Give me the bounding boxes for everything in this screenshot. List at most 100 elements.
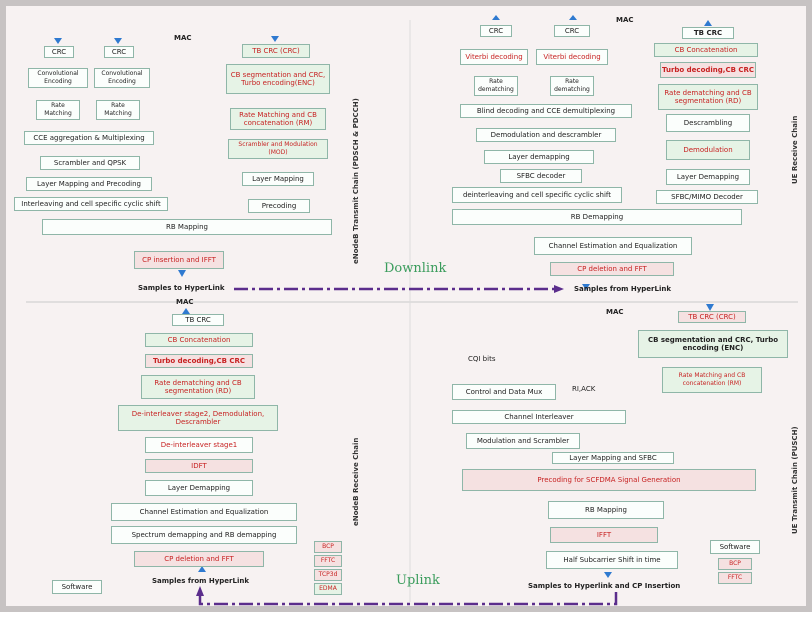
arrow-up-icon [182,308,190,314]
tr-viterbi-1: Viterbi decoding [460,49,528,65]
uplink-label: Uplink [396,573,440,588]
br-chain-title: UE Transmit Chain (PUSCH) [791,426,799,534]
bl-spectrum-demapping: Spectrum demapping and RB demapping [111,526,297,544]
tl-cb-segmentation: CB segmentation and CRC, Turbo encoding(… [226,64,330,94]
tr-layer-demapping-ue: Layer Demapping [666,169,750,185]
tl-cce-aggregation: CCE aggregation & Multiplexing [24,131,154,145]
tr-crc-1: CRC [480,25,512,37]
br-control-data-mux: Control and Data Mux [452,384,556,400]
bl-legend-edma: EDMA [314,583,342,595]
tl-cp-insertion-ifft: CP insertion and IFFT [134,251,224,269]
downlink-label: Downlink [384,261,447,276]
tr-rate-dematching-2: Rate dematching [550,76,594,96]
arrow-up-icon [704,20,712,26]
br-ifft: IFFT [550,527,658,543]
bl-chain-title: eNodeB Receive Chain [352,437,360,526]
br-modulation-scrambler: Modulation and Scrambler [466,433,580,449]
tl-conv-enc-2: Convolutional Encoding [94,68,150,88]
bl-legend-tcp3d: TCP3d [314,569,342,581]
arrow-down-icon [114,38,122,44]
bl-rate-dematching: Rate dematching and CB segmentation (RD) [141,375,255,399]
tr-rate-dematching-1: Rate dematching [474,76,518,96]
arrow-down-icon [582,284,590,290]
bl-software-legend: Software [52,580,102,594]
connector-layer [26,15,798,606]
bl-deinterleaver-stage2: De-interleaver stage2, Demodulation, Des… [118,405,278,431]
tl-mac-label: MAC [174,34,192,42]
br-ri-ack: RI,ACK [572,385,596,393]
arrow-down-icon [54,38,62,44]
downlink-arrowhead-icon [554,285,564,293]
arrow-up-icon [492,15,500,20]
br-rb-mapping: RB Mapping [548,501,664,519]
tr-channel-estimation: Channel Estimation and Equalization [534,237,692,255]
tl-crc-2: CRC [104,46,134,58]
tr-deinterleaving: deinterleaving and cell specific cyclic … [452,187,622,203]
tr-mac-label: MAC [616,16,634,24]
arrow-down-icon [604,572,612,578]
tr-viterbi-2: Viterbi decoding [536,49,608,65]
br-precoding-scfdma: Precoding for SCFDMA Signal Generation [462,469,756,491]
tr-cp-deletion-fft: CP deletion and FFT [550,262,674,276]
tr-chain-title: UE Receive Chain [791,115,799,184]
tr-demod-descrambler: Demodulation and descrambler [476,128,616,142]
tl-layer-mapping: Layer Mapping [242,172,314,186]
br-rate-matching-cb: Rate Matching and CB concatenation (RM) [662,367,762,393]
tl-precoding: Precoding [248,199,310,213]
tr-sfbc-decoder: SFBC decoder [500,169,582,183]
tr-turbo-decoding: Turbo decoding,CB CRC [660,62,756,78]
bl-layer-demapping: Layer Demapping [145,480,253,496]
arrow-marks [54,15,714,578]
arrow-down-icon [271,36,279,42]
bl-deinterleaver-stage1: De-interleaver stage1 [145,437,253,453]
tl-tb-crc: TB CRC (CRC) [242,44,310,58]
br-channel-interleaver: Channel Interleaver [452,410,626,424]
bl-cb-concatenation: CB Concatenation [145,333,253,347]
br-mac-label: MAC [606,308,624,316]
bl-mac-label: MAC [176,298,194,306]
br-legend-bcp: BCP [718,558,752,570]
tl-rate-match-2: Rate Matching [96,100,140,120]
br-software-legend: Software [710,540,760,554]
br-cqi-bits: CQI bits [468,355,496,363]
tl-scrambler-qpsk: Scrambler and QPSK [40,156,140,170]
tl-samples-to-hyperlink: Samples to HyperLink [138,284,225,292]
bl-tb-crc: TB CRC [172,314,224,326]
tr-sfbc-mimo: SFBC/MIMO Decoder [656,190,758,204]
br-tb-crc: TB CRC (CRC) [678,311,746,323]
tr-tb-crc: TB CRC [682,27,734,39]
tl-layer-mapping-precoding: Layer Mapping and Precoding [26,177,152,191]
bl-channel-estimation: Channel Estimation and Equalization [111,503,297,521]
uplink-arrowhead-icon [196,586,204,596]
tl-scrambler-modulation: Scrambler and Modulation (MOD) [228,139,328,159]
tr-descrambling: Descrambling [666,114,750,132]
br-legend-fftc: FFTC [718,572,752,584]
tl-conv-enc-1: Convolutional Encoding [28,68,88,88]
tl-crc-1: CRC [44,46,74,58]
tl-rate-matching-cb: Rate Matching and CB concatenation (RM) [230,108,326,130]
arrow-up-icon [198,566,206,572]
br-half-subcarrier-shift: Half Subcarrier Shift in time [546,551,678,569]
br-samples-to-hyperlink: Samples to Hyperlink and CP Insertion [528,582,681,590]
tr-blind-decoding: Blind decoding and CCE demultiplexing [460,104,632,118]
tl-rb-mapping: RB Mapping [42,219,332,235]
arrow-down-icon [178,270,186,277]
tr-layer-demapping: Layer demapping [484,150,594,164]
arrow-up-icon [569,15,577,20]
bl-samples-from-hyperlink: Samples from HyperLink [152,577,249,585]
tr-demodulation: Demodulation [666,140,750,160]
tl-interleaving: Interleaving and cell specific cyclic sh… [14,197,168,211]
bl-legend-bcp: BCP [314,541,342,553]
tl-rate-match-1: Rate Matching [36,100,80,120]
tr-cb-concatenation: CB Concatenation [654,43,758,57]
bl-cp-deletion-fft: CP deletion and FFT [134,551,264,567]
bl-turbo-decoding: Turbo decoding,CB CRC [145,354,253,368]
tr-crc-2: CRC [554,25,590,37]
bl-legend-fftc: FFTC [314,555,342,567]
br-layer-mapping-sfbc: Layer Mapping and SFBC [552,452,674,464]
tr-rate-dematching-cb: Rate dematching and CB segmentation (RD) [658,84,758,110]
uplink-line [198,592,618,606]
bl-idft: IDFT [145,459,253,473]
arrow-down-icon [706,304,714,311]
